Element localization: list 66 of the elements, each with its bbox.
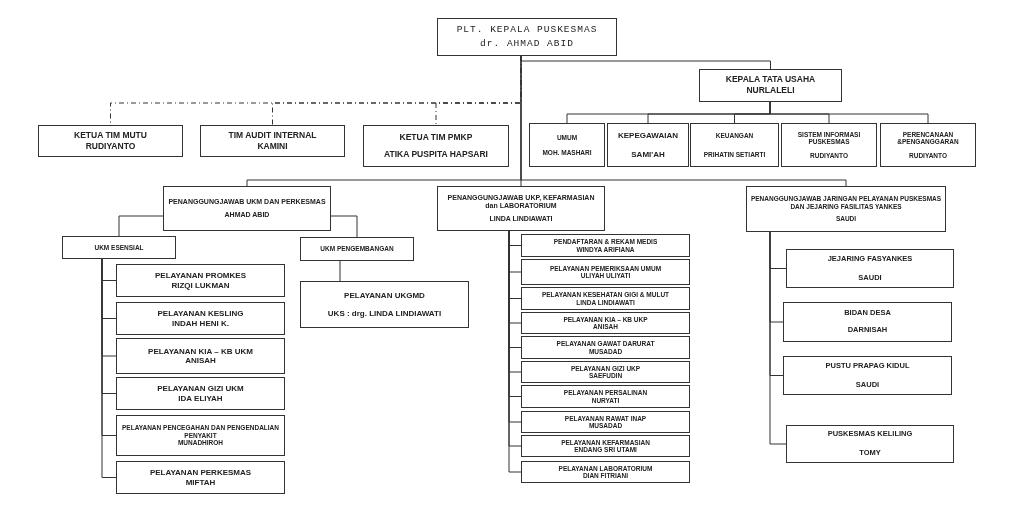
connector-line xyxy=(769,231,787,445)
org-box xyxy=(607,123,689,167)
unit-title: PELAYANAN KESLING xyxy=(157,309,244,319)
org-box xyxy=(521,234,690,257)
org-box xyxy=(781,123,877,167)
org-box xyxy=(437,18,617,56)
org-box xyxy=(116,338,285,374)
org-box xyxy=(116,461,285,494)
org-box xyxy=(521,435,690,457)
org-box xyxy=(699,69,842,102)
org-box xyxy=(521,385,690,408)
org-box xyxy=(116,377,285,410)
org-box xyxy=(521,361,690,383)
unit-title: PLT. KEPALA PUSKESMAS xyxy=(456,24,598,36)
unit-title: PELAYANAN KIA – KB UKM xyxy=(148,346,253,356)
connector-line xyxy=(339,260,341,282)
org-box xyxy=(363,125,509,167)
org-box xyxy=(786,249,954,288)
org-box xyxy=(116,302,285,335)
org-box xyxy=(200,125,345,157)
org-box xyxy=(116,415,285,456)
org-box xyxy=(116,264,285,297)
person-name: dr. AHMAD ABID xyxy=(480,38,574,50)
org-box xyxy=(880,123,976,167)
org-box xyxy=(300,237,414,261)
org-box xyxy=(300,281,469,328)
person-name: NURLALELI xyxy=(746,86,795,96)
org-box xyxy=(529,123,605,167)
org-box xyxy=(163,186,331,231)
org-box xyxy=(783,356,952,395)
person-name: UKS : drg. LINDA LINDIAWATI xyxy=(327,308,442,318)
connector-line xyxy=(769,101,929,124)
connector-line xyxy=(101,258,117,478)
person-name: INDAH HENI K. xyxy=(172,318,229,328)
unit-title: TIM AUDIT INTERNAL xyxy=(228,130,317,141)
person-name: MIFTAH xyxy=(185,477,216,487)
person-name: KAMINI xyxy=(257,141,288,152)
person-name: RIZQI LUKMAN xyxy=(171,280,230,290)
person-name: IDA ELIYAH xyxy=(178,393,223,403)
unit-title: PELAYANAN GIZI UKM xyxy=(157,384,244,394)
org-box xyxy=(786,425,954,463)
connector-line xyxy=(118,215,164,237)
person-name: RUDIYANTO xyxy=(85,141,136,152)
org-box xyxy=(437,186,605,231)
org-box xyxy=(521,336,690,359)
org-box xyxy=(38,125,183,157)
unit-title: KEPALA TATA USAHA xyxy=(725,75,816,85)
org-box xyxy=(521,312,690,334)
org-box xyxy=(521,461,690,483)
org-box xyxy=(521,259,690,285)
person-name: SAMI'AH xyxy=(631,150,665,160)
org-box xyxy=(783,302,952,342)
org-box xyxy=(62,236,176,259)
unit-title: KEPEGAWAIAN xyxy=(618,130,678,140)
org-box xyxy=(521,411,690,433)
org-box xyxy=(746,186,946,232)
unit-title: KETUA TIM PMKP xyxy=(399,132,473,143)
org-box xyxy=(690,123,779,167)
unit-title: KETUA TIM MUTU xyxy=(74,130,147,141)
unit-title: PELAYANAN PERKESMAS xyxy=(149,468,252,478)
person-name: ATIKA PUSPITA HAPSARI xyxy=(384,149,488,160)
connector-line xyxy=(330,215,358,238)
unit-title: PELAYANAN PROMKES xyxy=(155,271,246,281)
person-name: ANISAH xyxy=(185,356,216,366)
org-box xyxy=(521,287,690,310)
unit-title: PELAYANAN UKGMD xyxy=(344,291,425,301)
